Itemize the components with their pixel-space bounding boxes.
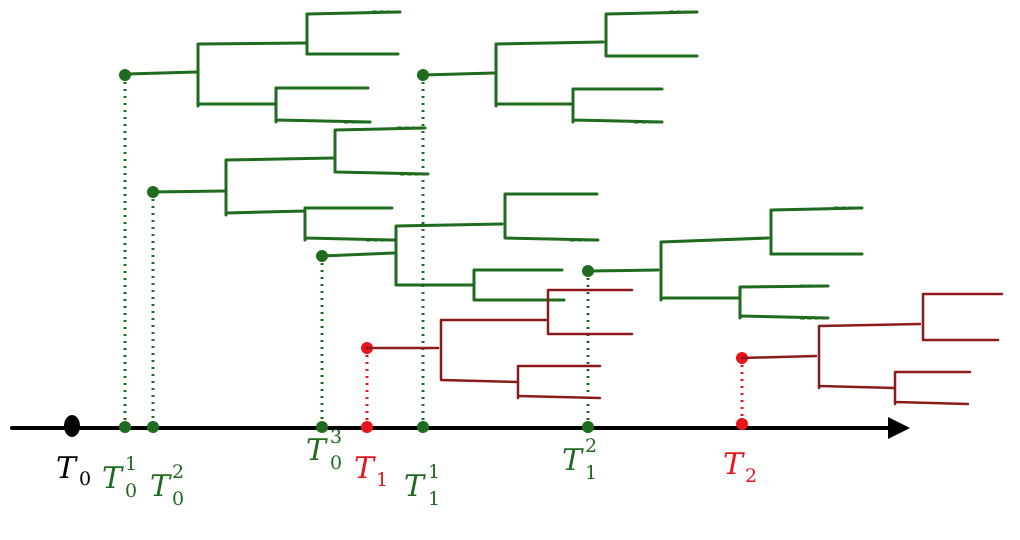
axis-point-t0-3 — [316, 421, 328, 433]
svg-text:T: T — [723, 447, 745, 482]
green-tree-5 — [582, 206, 864, 320]
label-t1-2: T 2 1 — [562, 435, 597, 484]
time-axis — [10, 415, 910, 439]
svg-text:1: 1 — [376, 469, 388, 491]
axis-points — [119, 418, 748, 433]
axis-point-t0-2 — [147, 421, 159, 433]
svg-text:1: 1 — [585, 462, 597, 484]
svg-text:0: 0 — [79, 468, 91, 490]
red-events-connectors — [365, 348, 744, 427]
axis-point-t2 — [736, 418, 748, 430]
svg-text:2: 2 — [172, 461, 184, 483]
label-t1: T 1 — [354, 451, 388, 491]
svg-text:2: 2 — [585, 435, 597, 457]
red-tree-1 — [361, 288, 634, 400]
svg-text:3: 3 — [330, 426, 342, 448]
red-tree-2 — [736, 292, 1004, 406]
svg-text:0: 0 — [330, 452, 342, 474]
svg-text:T: T — [306, 433, 328, 468]
axis-point-t1 — [361, 421, 373, 433]
axis-point-t0-1 — [119, 421, 131, 433]
axis-point-t1-1 — [417, 421, 429, 433]
green-events — [123, 75, 590, 427]
label-t1-1: T 1 1 — [404, 461, 440, 510]
svg-text:T: T — [562, 443, 584, 478]
origin-point — [64, 415, 80, 437]
green-tree-3 — [316, 192, 600, 302]
green-tree-2 — [147, 126, 430, 242]
green-tree-4 — [417, 10, 699, 124]
svg-text:T: T — [404, 469, 426, 504]
axis-point-t1-2 — [582, 421, 594, 433]
axis-arrowhead — [888, 417, 910, 439]
svg-text:2: 2 — [745, 465, 757, 487]
svg-text:T: T — [56, 451, 78, 486]
green-tree-1 — [119, 10, 402, 124]
svg-text:T: T — [102, 461, 124, 496]
label-t0: T 0 — [56, 451, 91, 490]
label-t2: T 2 — [723, 447, 757, 487]
svg-text:1: 1 — [428, 488, 440, 510]
svg-text:0: 0 — [172, 488, 184, 510]
svg-text:1: 1 — [428, 461, 440, 483]
svg-text:T: T — [354, 451, 376, 486]
label-t0-3: T 3 0 — [306, 426, 342, 474]
svg-text:1: 1 — [125, 453, 137, 475]
svg-text:0: 0 — [125, 480, 137, 502]
label-t0-1: T 1 0 — [102, 453, 137, 502]
svg-text:T: T — [150, 469, 172, 504]
label-t0-2: T 2 0 — [150, 461, 184, 510]
